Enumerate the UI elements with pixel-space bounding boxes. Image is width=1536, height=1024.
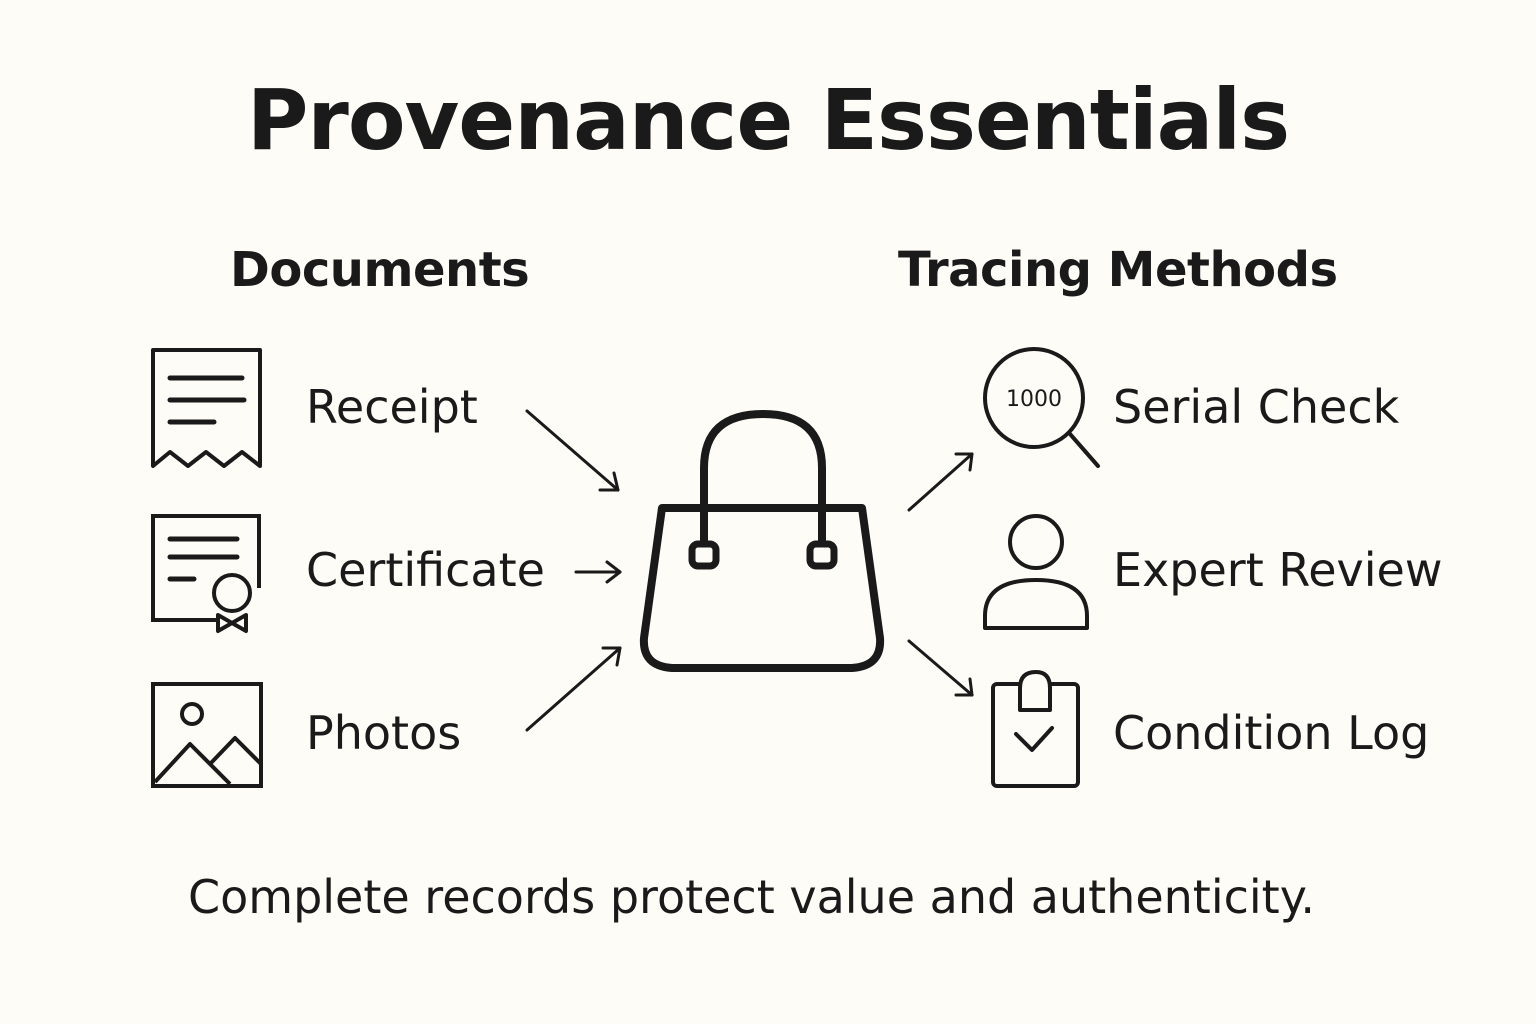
- photo-icon: [151, 682, 263, 788]
- documents-heading: Documents: [230, 242, 530, 298]
- serial-check-label: Serial Check: [1113, 380, 1400, 434]
- magnifier-serial-icon: 1000: [983, 347, 1100, 468]
- receipt-label: Receipt: [306, 380, 478, 434]
- photos-label: Photos: [306, 706, 462, 760]
- certificate-icon: [151, 514, 261, 633]
- condition-log-label: Condition Log: [1113, 706, 1430, 760]
- serial-number-text: 1000: [1006, 387, 1062, 412]
- tracing-methods-heading: Tracing Methods: [898, 242, 1338, 298]
- expert-review-label: Expert Review: [1113, 543, 1443, 597]
- certificate-label: Certificate: [306, 543, 545, 597]
- arrow-photos-to-bag: [525, 646, 622, 732]
- clipboard-check-icon: [991, 670, 1080, 788]
- page-title: Provenance Essentials: [246, 71, 1290, 169]
- arrow-bag-to-condition: [907, 639, 974, 697]
- handbag-icon: [639, 409, 885, 672]
- person-icon: [983, 514, 1089, 630]
- arrow-receipt-to-bag: [525, 409, 620, 492]
- receipt-icon: [151, 348, 262, 468]
- arrow-bag-to-serial: [907, 452, 974, 512]
- footer-caption: Complete records protect value and authe…: [188, 870, 1315, 924]
